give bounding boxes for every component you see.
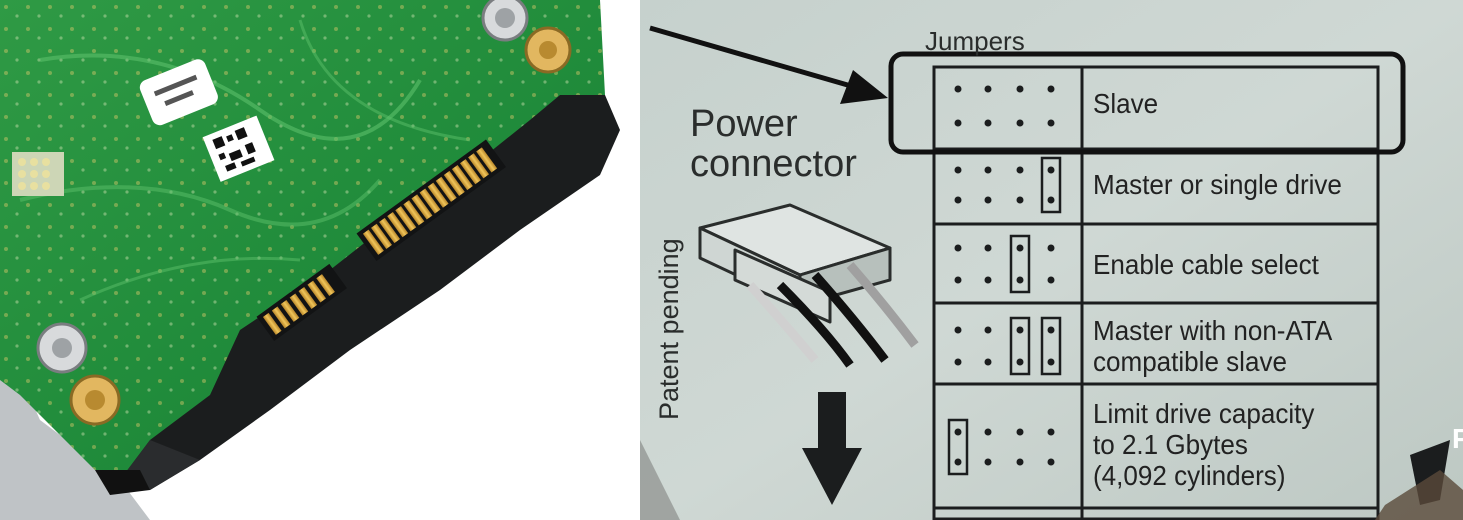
jumper-row-non-ata: Master with non-ATA compatible slave [1093,315,1332,377]
row-line: Enable cable select [1093,249,1319,280]
sata-power-pins [356,139,506,261]
row-line: Master or single drive [1093,169,1342,200]
row-line: Master with non-ATA [1093,315,1333,346]
jumper-pins-row-4 [954,316,1062,376]
screw-top-right [481,0,529,42]
row-line: (4,092 cylinders) [1093,460,1286,491]
slave-highlight-box [888,51,1406,155]
jumper-pins-row-3 [954,234,1055,294]
jumper-table-grid [932,65,1380,520]
screw-left [36,322,88,374]
jumper-pins-row-1 [954,85,1055,127]
jumper-pins-row-2 [954,156,1062,214]
screw-bottom-left [69,374,121,426]
jumper-row-master: Master or single drive [1093,169,1342,200]
row-line: compatible slave [1093,346,1287,377]
test-pad-grid [12,152,64,196]
power-connector-label-line2: connector [690,143,857,185]
qr-code [202,115,275,182]
metal-casing-edge [0,330,150,520]
jumper-row-cable-select: Enable cable select [1093,249,1319,280]
screw-right [524,26,572,74]
arrow-down-icon [802,392,862,505]
edge-glyph: P [1452,423,1463,454]
jumper-pins-row-5 [947,418,1055,476]
molex-plug-icon [698,203,919,368]
jumper-row-limit-capacity: Limit drive capacity to 2.1 Gbytes (4,09… [1093,398,1314,491]
jumper-row-slave: Slave [1093,88,1158,119]
sata-data-pins [256,263,347,342]
power-connector-label-line1: Power [690,103,798,145]
hard-drive-pcb-photo [0,0,640,520]
patent-pending-text: Patent pending [654,238,684,420]
pcb-sticker [139,59,218,126]
sata-connector-body [120,95,620,490]
row-line: Slave [1093,88,1159,119]
edge-arrow-icon [1375,440,1463,520]
row-line: Limit drive capacity [1093,398,1315,429]
arrow-icon [649,25,888,104]
row-line: to 2.1 Gbytes [1093,429,1248,460]
jumpers-title: Jumpers [925,26,1025,56]
jumper-settings-label: Jumpers Power connector Patent pending P [640,0,1463,520]
